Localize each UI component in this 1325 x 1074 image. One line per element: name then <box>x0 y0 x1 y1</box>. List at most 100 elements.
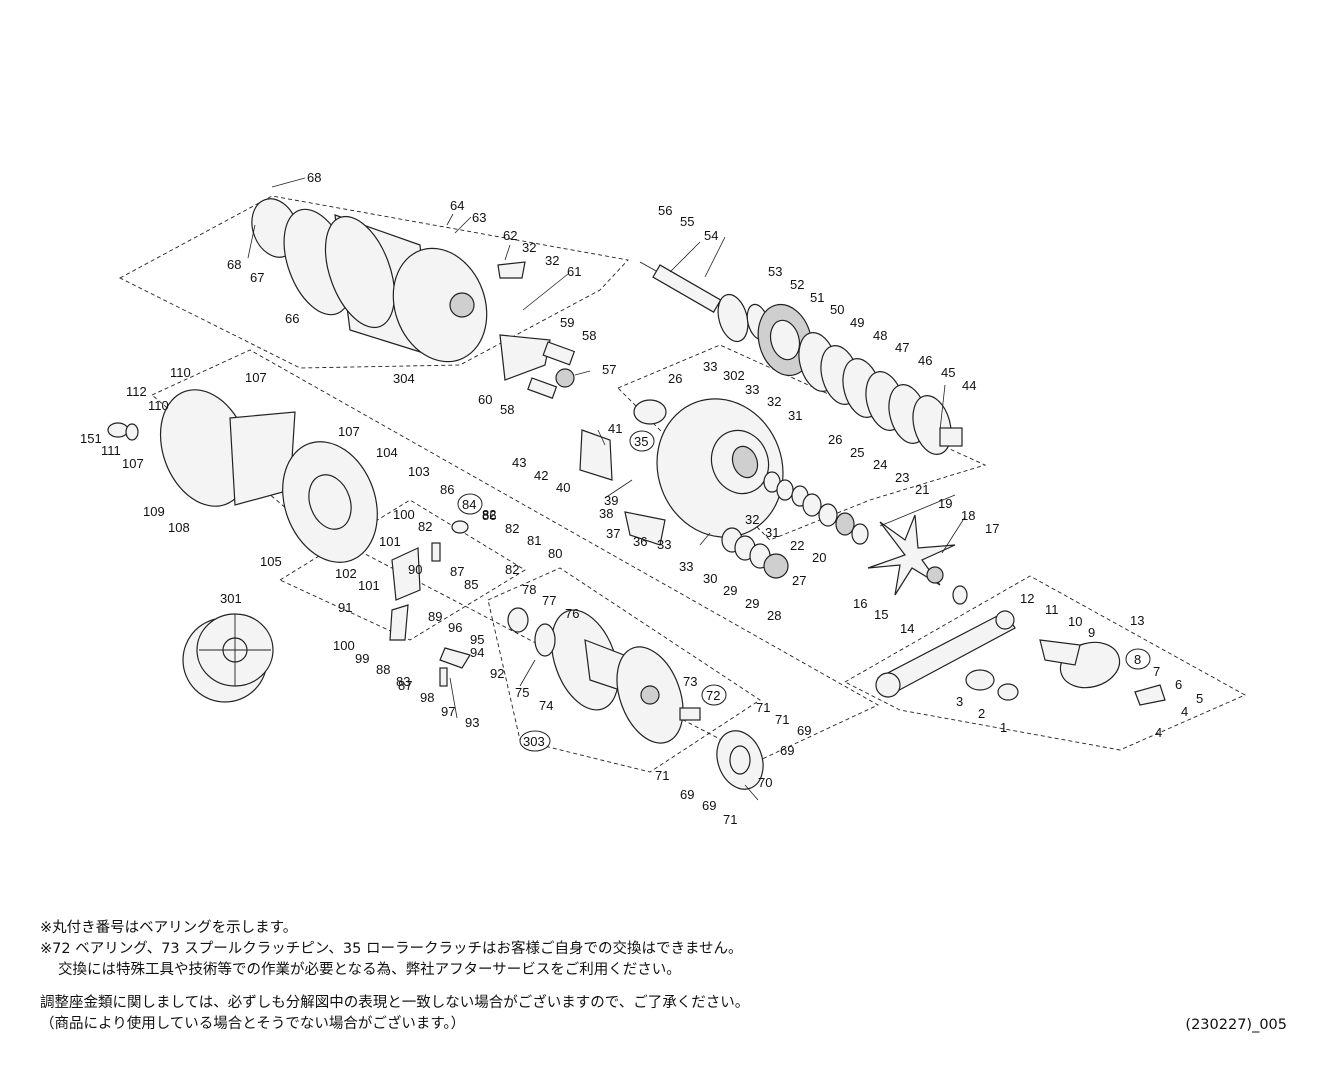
note-product-variation: （商品により使用している場合とそうでない場合がございます。） <box>40 1016 466 1032</box>
clutch-plates-57-62 <box>497 261 576 399</box>
bearing-label: 84 <box>462 497 476 512</box>
left-side-cover-assembly <box>107 389 378 563</box>
bearing-label: 303 <box>523 734 545 749</box>
part-label: 17 <box>985 521 999 536</box>
note-shims: 調整座金類に関しましては、必ずしも分解図中の表現と一致しない場合がございますので… <box>40 995 750 1011</box>
part-label: 82 <box>482 507 496 522</box>
part-label: 91 <box>338 600 352 615</box>
note-non-replaceable: ※72 ベアリング、73 スプールクラッチピン、35 ローラークラッチはお客様ご… <box>40 941 743 957</box>
part-label: 301 <box>220 591 242 606</box>
part-label: 5 <box>1196 691 1203 706</box>
part-label: 36 <box>633 534 647 549</box>
circled-labels: 8 35 72 84 303 <box>457 430 1151 752</box>
part-label: 71 <box>655 768 669 783</box>
part-label: 76 <box>565 606 579 621</box>
part-label: 20 <box>812 550 826 565</box>
part-label: 33 <box>657 537 671 552</box>
part-label: 62 <box>503 228 517 243</box>
part-label: 107 <box>245 370 267 385</box>
part-label: 96 <box>448 620 462 635</box>
part-label: 71 <box>756 700 770 715</box>
part-label: 43 <box>512 455 526 470</box>
part-label: 44 <box>962 378 976 393</box>
part-label: 37 <box>606 526 620 541</box>
part-label: 33 <box>745 382 759 397</box>
part-label: 33 <box>679 559 693 574</box>
part-label: 4 <box>1181 704 1188 719</box>
part-label: 112 <box>126 384 147 399</box>
part-label: 103 <box>408 464 430 479</box>
part-label: 111 <box>101 443 121 458</box>
part-label: 46 <box>918 353 932 368</box>
part-label: 110 <box>148 398 169 413</box>
note-service: 交換には特殊工具や技術等での作業が必要となる為、弊社アフターサービスをご利用くだ… <box>58 962 681 978</box>
part-label: 26 <box>668 371 682 386</box>
part-label: 89 <box>428 609 442 624</box>
part-label: 302 <box>723 368 745 383</box>
part-label: 13 <box>1130 613 1144 628</box>
part-label: 15 <box>874 607 888 622</box>
part-label: 51 <box>810 290 824 305</box>
document-code: (230227)_005 <box>1185 1017 1287 1033</box>
part-label: 19 <box>938 496 952 511</box>
part-label: 107 <box>338 424 360 439</box>
part-label: 18 <box>961 508 975 523</box>
note-bearing-marking: ※丸付き番号はベアリングを示します。 <box>40 920 298 936</box>
part-label: 63 <box>472 210 486 225</box>
part-label: 100 <box>393 507 415 522</box>
part-label: 85 <box>464 577 478 592</box>
part-label: 80 <box>548 546 562 561</box>
part-label: 92 <box>490 666 504 681</box>
part-label: 42 <box>534 468 548 483</box>
clicker-parts-80-101 <box>389 520 471 687</box>
pinion-gear-stack-44-56 <box>639 261 963 455</box>
part-label: 86 <box>440 482 454 497</box>
part-label: 101 <box>358 578 380 593</box>
part-label: 56 <box>658 203 672 218</box>
part-label: 12 <box>1020 591 1034 606</box>
part-label: 105 <box>260 554 282 569</box>
part-label: 25 <box>850 445 864 460</box>
spool-flange-69-71 <box>716 730 764 790</box>
bearing-label: 8 <box>1134 652 1141 667</box>
part-label: 30 <box>703 571 717 586</box>
part-label: 32 <box>767 394 781 409</box>
part-label: 48 <box>873 328 887 343</box>
part-label: 40 <box>556 480 570 495</box>
part-label: 28 <box>767 608 781 623</box>
part-label: 39 <box>604 493 618 508</box>
part-label: 27 <box>792 573 806 588</box>
part-label: 109 <box>143 504 165 519</box>
part-label: 29 <box>745 596 759 611</box>
part-label: 69 <box>780 743 794 758</box>
part-label: 82 <box>505 521 519 536</box>
part-label: 31 <box>765 525 779 540</box>
drag-washers-20-29 <box>721 471 869 579</box>
part-labels: 1 2 3 4 4 5 6 7 9 10 11 12 13 14 15 16 1… <box>80 170 1203 827</box>
frame-assembly-302 <box>251 198 488 363</box>
part-label: 24 <box>873 457 887 472</box>
exploded-parts-diagram: 1 2 3 4 4 5 6 7 9 10 11 12 13 14 15 16 1… <box>80 170 1247 827</box>
part-label: 61 <box>567 264 581 279</box>
part-label: 74 <box>539 698 553 713</box>
part-label: 4 <box>1155 725 1162 740</box>
part-label: 26 <box>828 432 842 447</box>
part-label: 57 <box>602 362 616 377</box>
part-label: 69 <box>797 723 811 738</box>
part-label: 22 <box>790 538 804 553</box>
part-label: 83 <box>396 674 410 689</box>
part-label: 11 <box>1045 602 1059 617</box>
part-label: 32 <box>745 512 759 527</box>
part-label: 41 <box>608 421 622 436</box>
part-label: 69 <box>702 798 716 813</box>
part-label: 52 <box>790 277 804 292</box>
part-label: 98 <box>420 690 434 705</box>
part-label: 104 <box>376 445 398 460</box>
part-label: 16 <box>853 596 867 611</box>
line-spool-151 <box>182 613 274 703</box>
bearing-label: 72 <box>706 688 720 703</box>
part-label: 151 <box>80 431 102 446</box>
part-label: 107 <box>122 456 144 471</box>
leader-lines <box>247 177 966 801</box>
part-label: 81 <box>527 533 541 548</box>
